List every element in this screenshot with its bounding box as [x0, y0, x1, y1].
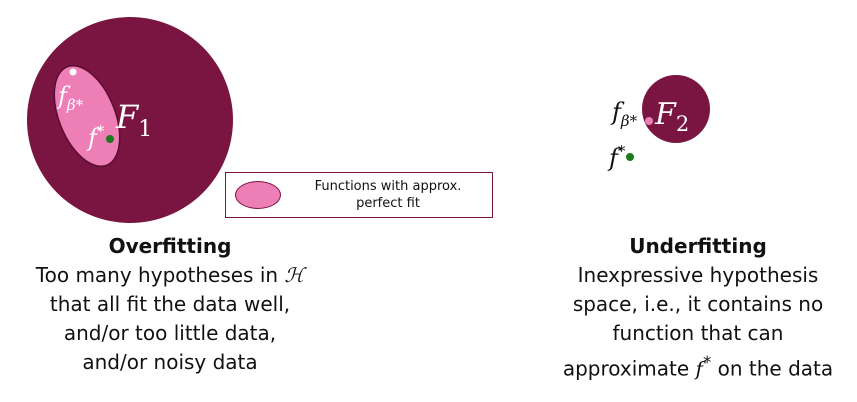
fbeta-point-right	[645, 117, 653, 125]
underfitting-line-4: approximate f* on the data	[562, 353, 834, 381]
perfect-fit-region	[53, 65, 121, 167]
overfitting-caption: Overfitting Too many hypotheses in ℋ tha…	[0, 232, 340, 377]
legend-box: Functions with approx. perfect fit	[225, 172, 493, 218]
f2-set-circle	[642, 75, 710, 143]
legend-swatch	[235, 181, 281, 209]
fbeta-point-left	[69, 68, 77, 76]
underfitting-line-2: space, i.e., it contains no	[572, 292, 824, 316]
underfitting-line-3: function that can	[612, 321, 784, 345]
fstar-point-left	[106, 135, 114, 143]
overfitting-line-1: Too many hypotheses in ℋ	[35, 263, 305, 287]
legend-label: Functions with approx. perfect fit	[314, 179, 462, 211]
f2-set-label: F2	[654, 97, 689, 136]
fstar-label-right: f*	[607, 142, 626, 172]
overfitting-line-2: that all fit the data well,	[49, 292, 291, 316]
fbeta-label-right: fβ*	[610, 98, 638, 130]
underfitting-line-1: Inexpressive hypothesis	[577, 263, 819, 287]
overfitting-heading: Overfitting	[108, 234, 232, 258]
overfitting-line-4: and/or noisy data	[82, 350, 258, 374]
fstar-point-right	[626, 153, 634, 161]
underfitting-heading: Underfitting	[629, 234, 767, 258]
underfitting-caption: Underfitting Inexpressive hypothesis spa…	[540, 232, 856, 384]
f1-set-label: F1	[115, 98, 152, 142]
overfitting-line-3: and/or too little data,	[63, 321, 277, 345]
